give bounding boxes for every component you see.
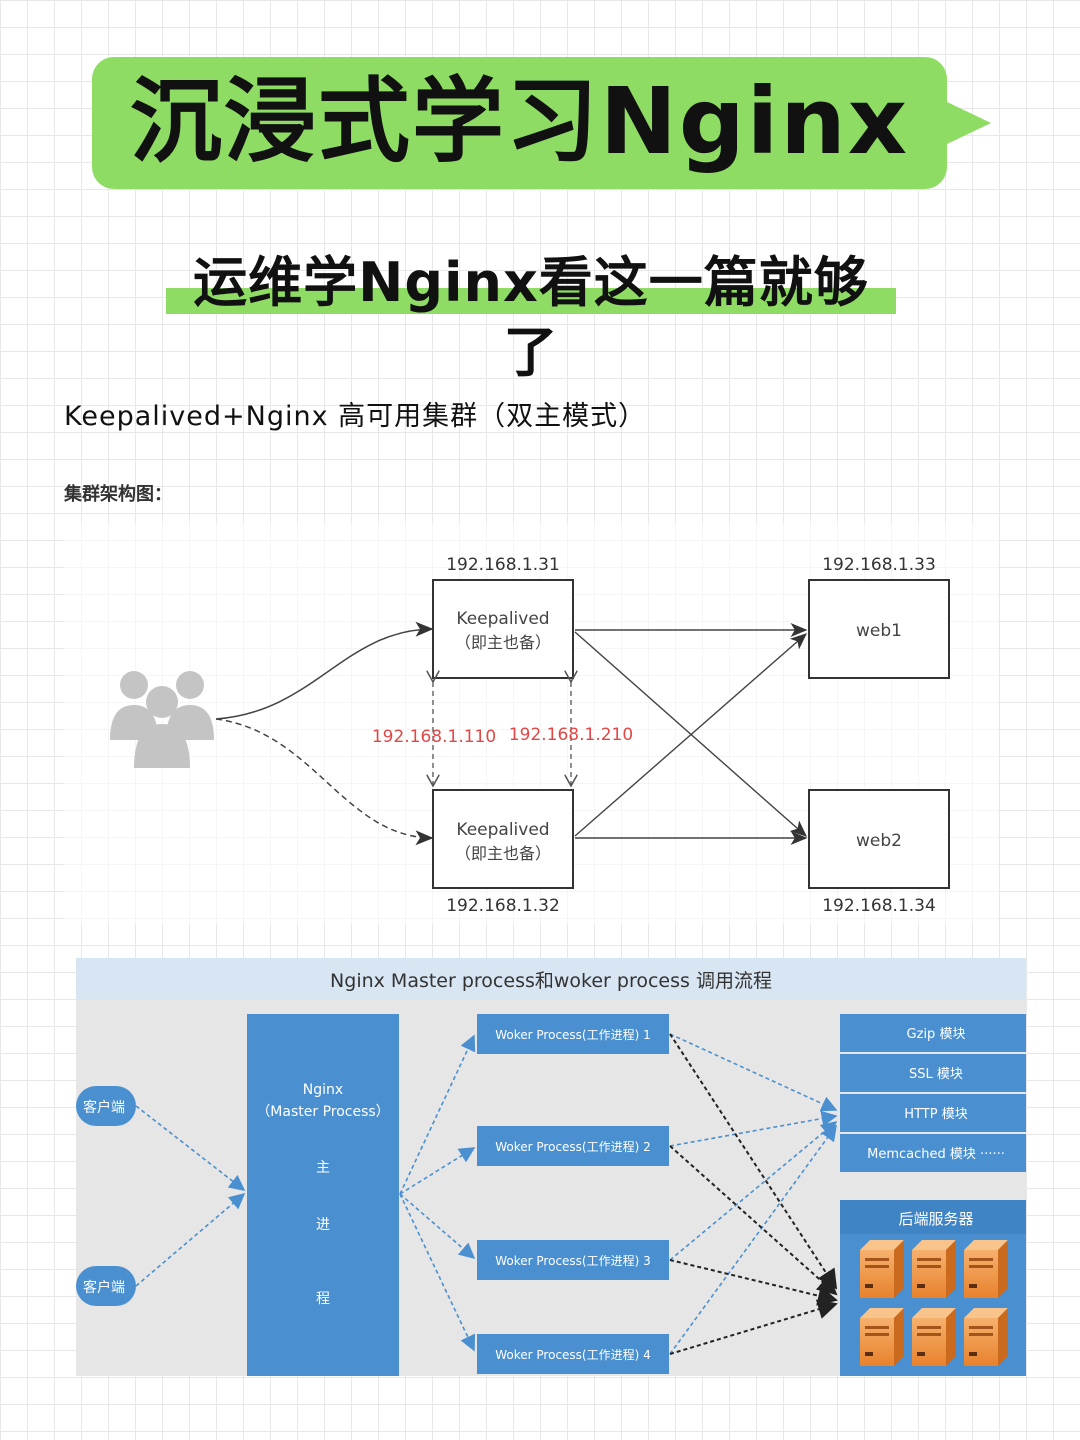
client2-to-master: [135, 1192, 246, 1287]
worker3-to-backend: [669, 1259, 838, 1306]
worker3-to-modules: [669, 1120, 838, 1261]
worker1-to-backend: [669, 1033, 838, 1290]
cluster-architecture-diagram: 192.168.1.31 Keepalived （即主也备） Keepalive…: [64, 522, 998, 924]
worker-label-1: Woker Process(工作进程) 1: [495, 1027, 651, 1042]
master-to-worker-3: [399, 1193, 476, 1260]
link-top-web2: [574, 631, 808, 837]
master-to-worker-2: [399, 1147, 476, 1195]
master-line1: Nginx: [303, 1082, 343, 1098]
worker-label-2: Woker Process(工作进程) 2: [495, 1139, 651, 1154]
web1-ip: 192.168.1.33: [822, 555, 936, 575]
flow-header-band: [76, 958, 1026, 1000]
master-to-worker-4: [399, 1193, 476, 1352]
client-label-2: 客户端: [83, 1279, 125, 1296]
subtitle-banner: 运维学Nginx看这一篇就够了: [166, 244, 896, 384]
process-flow-svg: Nginx Master process和woker process 调用流程 …: [76, 958, 1026, 1376]
master-process-box: [247, 1014, 399, 1376]
master-line2: （Master Process）: [256, 1104, 389, 1120]
vip-left-label: 192.168.1.110: [372, 727, 496, 747]
node-bottom-line2: （即主也备）: [455, 844, 551, 863]
architecture-label: 集群架构图：: [64, 484, 172, 505]
worker-box-3: [477, 1240, 669, 1280]
server-icon: [964, 1240, 1008, 1298]
subtitle-highlight: [166, 288, 896, 314]
worker4-to-backend: [669, 1299, 838, 1355]
worker-label-3: Woker Process(工作进程) 3: [495, 1253, 651, 1268]
user-link-solid: [215, 621, 434, 720]
web2-label: web2: [856, 831, 902, 851]
master-char-2: 进: [316, 1217, 330, 1233]
module-label-3: HTTP 模块: [904, 1107, 967, 1122]
server-icon: [860, 1308, 904, 1366]
module-box-1: [840, 1014, 1026, 1052]
node-top-ip: 192.168.1.31: [446, 555, 560, 575]
node-bottom-ip: 192.168.1.32: [446, 896, 560, 916]
keepalived-node-bottom: [432, 789, 574, 889]
vip-right-label: 192.168.1.210: [509, 725, 633, 745]
keepalived-node-top: [432, 579, 574, 679]
worker1-to-modules: [669, 1033, 838, 1112]
master-char-1: 主: [316, 1160, 330, 1176]
page-subtitle: 运维学Nginx看这一篇就够了: [193, 251, 869, 384]
master-to-worker-1: [399, 1034, 476, 1195]
server-icon: [912, 1308, 956, 1366]
backend-label: 后端服务器: [898, 1210, 973, 1228]
server-icon: [860, 1240, 904, 1298]
flow-header: Nginx Master process和woker process 调用流程: [330, 970, 772, 992]
master-char-3: 程: [316, 1291, 330, 1307]
web1-node: [808, 579, 950, 679]
worker2-to-backend: [669, 1145, 838, 1296]
module-label-2: SSL 模块: [909, 1067, 963, 1082]
client-box-2: [76, 1266, 136, 1306]
web2-ip: 192.168.1.34: [822, 896, 936, 916]
module-label-1: Gzip 模块: [907, 1027, 966, 1042]
process-flow-diagram: Nginx Master process和woker process 调用流程 …: [76, 958, 1026, 1376]
backend-header: [840, 1200, 1026, 1234]
cluster-diagram-svg: 192.168.1.31 Keepalived （即主也备） Keepalive…: [110, 555, 950, 916]
section-caption: Keepalived+Nginx 高可用集群（双主模式）: [64, 401, 647, 432]
node-bottom-line1: Keepalived: [456, 820, 549, 840]
worker2-to-modules: [669, 1110, 838, 1147]
module-box-3: [840, 1094, 1026, 1132]
server-icon: [964, 1308, 1008, 1366]
client1-to-master: [135, 1105, 246, 1191]
worker-box-4: [477, 1334, 669, 1374]
worker-label-4: Woker Process(工作进程) 4: [495, 1347, 651, 1362]
web2-node: [808, 789, 950, 889]
node-top-line2: （即主也备）: [455, 633, 551, 652]
node-top-line1: Keepalived: [456, 609, 549, 629]
worker4-to-modules: [669, 1124, 837, 1355]
module-box-2: [840, 1054, 1026, 1092]
module-box-4: [840, 1134, 1026, 1172]
web1-label: web1: [856, 621, 902, 641]
users-icon: [110, 671, 214, 768]
user-link-dashed: [215, 718, 434, 846]
worker-box-2: [477, 1126, 669, 1166]
client-box-1: [76, 1086, 136, 1126]
module-label-4: Memcached 模块 ······: [867, 1147, 1005, 1162]
page-title: 沉浸式学习Nginx: [129, 68, 910, 175]
link-bottom-web1: [574, 633, 808, 837]
client-label-1: 客户端: [83, 1099, 125, 1116]
title-bubble: 沉浸式学习Nginx: [92, 57, 991, 189]
server-icon: [912, 1240, 956, 1298]
worker-box-1: [477, 1014, 669, 1054]
